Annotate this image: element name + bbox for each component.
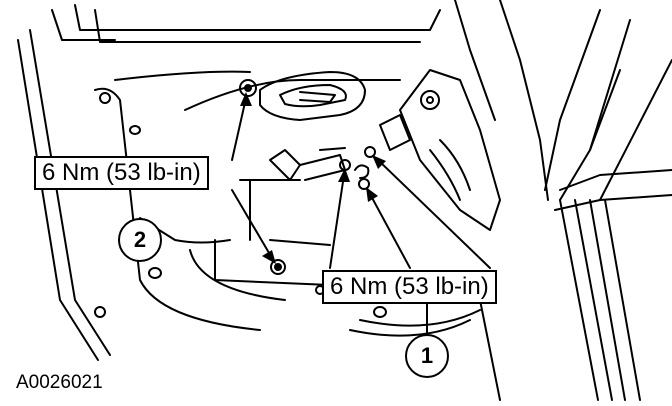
door-frame xyxy=(17,0,672,401)
leader-arrows xyxy=(139,92,491,335)
inner-panel xyxy=(94,70,401,331)
torque-callout-lower: 6 Nm (53 lb-in) xyxy=(322,270,497,304)
figure-id: A0026021 xyxy=(16,372,103,393)
torque-callout-upper: 6 Nm (53 lb-in) xyxy=(34,156,209,190)
handle-housing xyxy=(239,71,366,121)
latch-mechanism xyxy=(269,69,501,275)
item-bubble-1: 1 xyxy=(405,334,449,378)
item-bubble-2: 2 xyxy=(118,218,162,262)
